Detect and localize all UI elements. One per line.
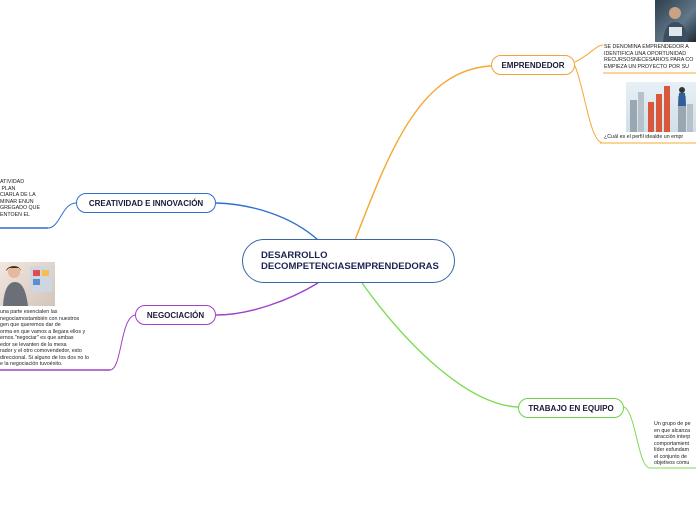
negociacion-text: una parte esencialen las negociamostambi… — [0, 309, 89, 367]
trabajo-text: Un grupo de pe en que alcanza atracción … — [654, 421, 691, 466]
link-negociacion — [215, 282, 319, 316]
emprendedor-profile-text: ¿Cuál es el perfil idealde un empr — [604, 134, 684, 140]
negotiation-photo — [0, 262, 55, 306]
link-creatividad — [215, 202, 319, 241]
link-trabajo — [361, 282, 519, 408]
entrepreneur-photo — [655, 0, 696, 42]
branch-creatividad-label: CREATIVIDAD E INNOVACIÓN — [88, 198, 204, 208]
central-topic[interactable]: DESARROLLO DECOMPETENCIASEMPRENDEDORAS — [242, 239, 455, 283]
link-emprendedor — [354, 65, 492, 241]
branch-negociacion[interactable]: NEGOCIACIÓN — [135, 305, 216, 325]
central-topic-label: DESARROLLO DECOMPETENCIASEMPRENDEDORAS — [261, 250, 439, 272]
branch-trabajo[interactable]: TRABAJO EN EQUIPO — [518, 398, 624, 418]
branch-emprendedor-label: EMPRENDEDOR — [501, 60, 565, 70]
branch-emprendedor[interactable]: EMPRENDEDOR — [491, 55, 575, 75]
branch-creatividad[interactable]: CREATIVIDAD E INNOVACIÓN — [76, 193, 216, 213]
emprendedor-definition-text: SE DENOMINA EMPRENDEDOR A IDENTIFICA UNA… — [604, 44, 694, 70]
branch-negociacion-label: NEGOCIACIÓN — [146, 310, 205, 320]
branch-trabajo-label: TRABAJO EN EQUIPO — [528, 403, 614, 413]
entrepreneur-profile-illustration — [626, 82, 696, 132]
creatividad-text: ATIVIDAD PLAN CIARLA DE LA MINAR ENUN GR… — [0, 179, 41, 218]
